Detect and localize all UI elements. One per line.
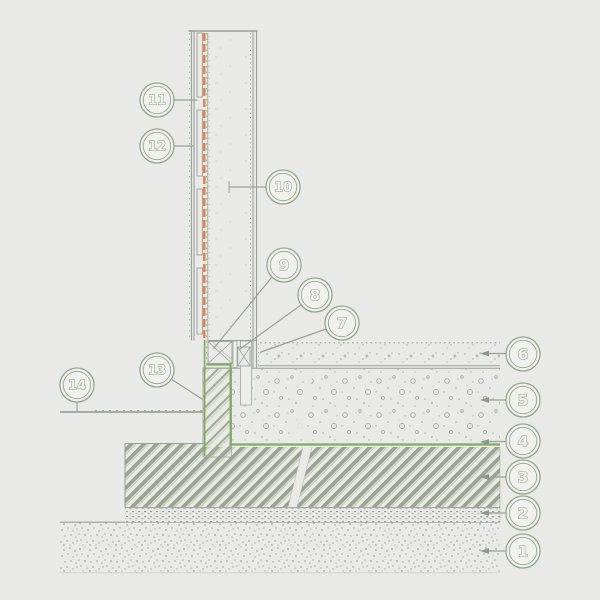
callout-circle-inner [142, 355, 172, 385]
sill-zone [207, 340, 257, 406]
callout-7: 7 [260, 305, 360, 353]
grade [60, 410, 203, 413]
callout-number: 3 [518, 468, 529, 486]
sill-vertical-board [232, 340, 238, 368]
callout-12: 12 [139, 128, 195, 164]
callout-circle-inner [142, 131, 172, 161]
callout-circle-inner [327, 308, 357, 338]
leader-arrow [480, 397, 489, 403]
batten [196, 109, 203, 177]
callout-3: 3 [480, 459, 541, 495]
callouts: 11 12 10 9 8 [59, 82, 541, 569]
waterproof-membrane-green [206, 363, 500, 446]
batten [196, 267, 203, 335]
callout-circle-inner [62, 370, 92, 400]
wall-assembly [188, 30, 259, 369]
callout-number: 9 [279, 256, 290, 274]
gravel-layer [60, 522, 500, 573]
callout-circle [139, 352, 175, 388]
callout-9: 9 [213, 247, 302, 349]
callout-circle [297, 277, 333, 313]
callout-circle-inner [508, 498, 538, 528]
leader-arrow [480, 510, 489, 516]
callout-circle [505, 382, 541, 418]
sill-timber-b-x [237, 346, 251, 367]
callout-number: 6 [518, 345, 529, 363]
sill-timber-a-x [207, 341, 233, 364]
callout-circle [505, 336, 541, 372]
callout-8: 8 [239, 277, 333, 350]
callout-5: 5 [480, 382, 541, 418]
callout-6: 6 [480, 336, 541, 372]
callout-number: 4 [518, 432, 529, 450]
leader-arrow [480, 350, 489, 357]
callout-circle [505, 459, 541, 495]
callout-circle [505, 533, 541, 569]
callout-number: 12 [148, 140, 166, 155]
callout-1: 1 [480, 533, 541, 569]
callout-number: 14 [68, 379, 86, 394]
ground-layers [60, 442, 501, 574]
callout-number: 1 [518, 542, 529, 560]
foundation-band-left [125, 444, 204, 507]
perimeter-insulation-column [202, 367, 232, 458]
callout-number: 7 [337, 314, 348, 332]
batten-layer [196, 32, 203, 335]
callout-circle-inner [142, 85, 172, 115]
batten [196, 188, 203, 256]
callout-circle-inner [508, 462, 538, 492]
concrete-slab-layer [232, 368, 500, 444]
callout-circle [505, 495, 541, 531]
leader-line [239, 304, 302, 350]
callout-number: 10 [274, 181, 292, 196]
callout-10: 10 [228, 169, 301, 205]
slab-break [293, 368, 314, 443]
callout-circle [265, 169, 301, 205]
callout-number: 8 [310, 286, 321, 304]
callout-11: 11 [139, 82, 198, 118]
callout-circle [505, 423, 541, 459]
callout-circle [59, 367, 95, 403]
callout-13: 13 [139, 352, 203, 400]
edge-strip-board [240, 340, 252, 406]
callout-circle-inner [508, 426, 538, 456]
callout-number: 5 [518, 391, 529, 409]
floor-assembly [203, 342, 500, 446]
leader-line [170, 378, 203, 400]
callout-circle-inner [508, 385, 538, 415]
leader-arrow [480, 439, 489, 445]
callout-circle-inner [300, 280, 330, 310]
callout-number: 13 [148, 364, 166, 379]
callout-circle [266, 247, 302, 283]
callout-14: 14 [59, 367, 95, 413]
callout-2: 2 [480, 495, 541, 531]
screed-layer [260, 344, 500, 366]
leader-arrow [480, 548, 489, 554]
foundation-band-right [204, 447, 500, 507]
callout-circle-inner [268, 172, 298, 202]
batten [196, 32, 203, 98]
leader-line [213, 276, 273, 349]
callout-circle-inner [508, 536, 538, 566]
section-break-edge [296, 446, 313, 508]
leader-line [260, 328, 327, 353]
callout-4: 4 [480, 423, 541, 459]
sill-timber-a-accent [211, 341, 233, 361]
callout-number: 11 [148, 94, 166, 109]
section-break [288, 447, 312, 507]
blinding-layer [125, 508, 500, 522]
callout-circle-inner [269, 250, 299, 280]
section-break-edge [287, 446, 304, 508]
callout-circle-inner [508, 339, 538, 369]
callout-circle [139, 82, 175, 118]
callout-number: 2 [518, 504, 529, 522]
callout-circle [139, 128, 175, 164]
leader-arrow [480, 474, 489, 480]
callout-circle [324, 305, 360, 341]
